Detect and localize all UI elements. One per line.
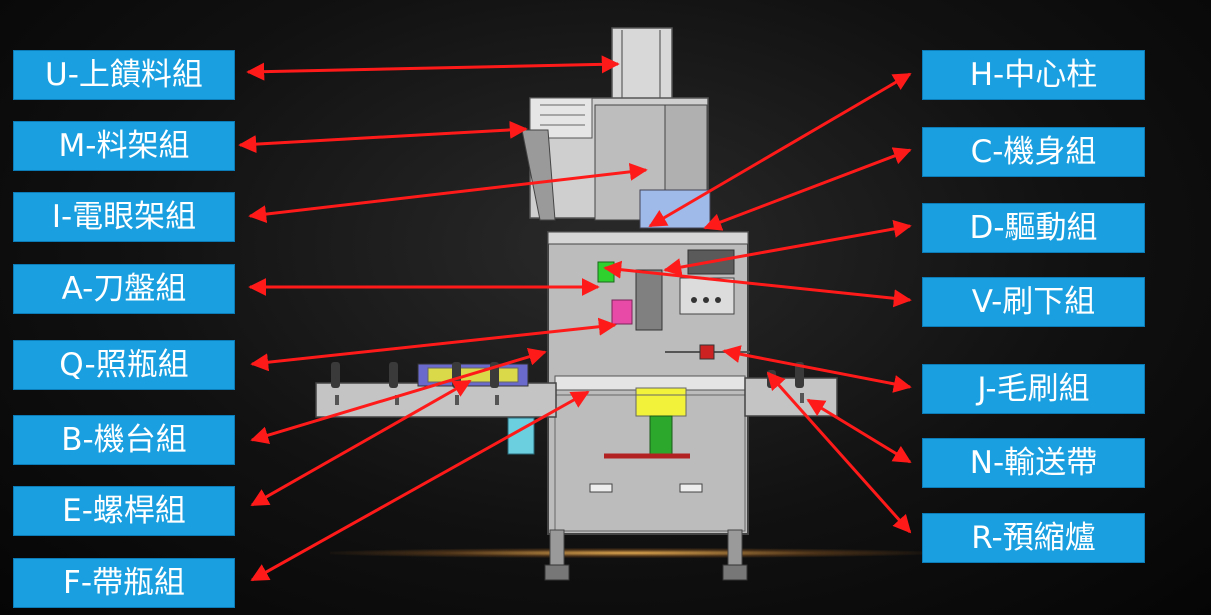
arrow-M <box>238 120 528 154</box>
arrow-Q <box>250 317 617 372</box>
arrow-R <box>766 371 912 534</box>
arrow-V <box>603 260 912 308</box>
label-V-brush-down: V-刷下組 <box>922 277 1145 327</box>
label-E-screw-group: E-螺桿組 <box>13 486 235 536</box>
label-D-drive-group: D-驅動組 <box>922 203 1145 253</box>
arrow-J <box>722 345 912 393</box>
arrow-E <box>250 379 472 507</box>
label-J-brush-group: J-毛刷組 <box>922 364 1145 414</box>
label-I-sensor-group: I-電眼架組 <box>13 192 235 242</box>
label-M-rack-group: M-料架組 <box>13 121 235 171</box>
label-H-center-column: H-中心柱 <box>922 50 1145 100</box>
arrow-U <box>246 55 620 81</box>
arrow-D <box>663 220 912 276</box>
label-Q-bottle-light: Q-照瓶組 <box>13 340 235 390</box>
arrow-N <box>806 398 912 464</box>
arrow-C <box>703 147 912 231</box>
floor-glow <box>330 548 930 558</box>
arrow-F <box>250 390 590 582</box>
arrow-B <box>250 348 547 444</box>
arrow-H <box>648 72 912 228</box>
label-F-bottle-belt: F-帶瓶組 <box>13 558 235 608</box>
label-R-shrink-oven: R-預縮爐 <box>922 513 1145 563</box>
label-A-cutter-group: A-刀盤組 <box>13 264 235 314</box>
arrow-I <box>248 162 648 224</box>
label-B-machine-base: B-機台組 <box>13 415 235 465</box>
label-N-conveyor: N-輸送帶 <box>922 438 1145 488</box>
label-C-body-group: C-機身組 <box>922 127 1145 177</box>
label-U-feeding-group: U-上饋料組 <box>13 50 235 100</box>
